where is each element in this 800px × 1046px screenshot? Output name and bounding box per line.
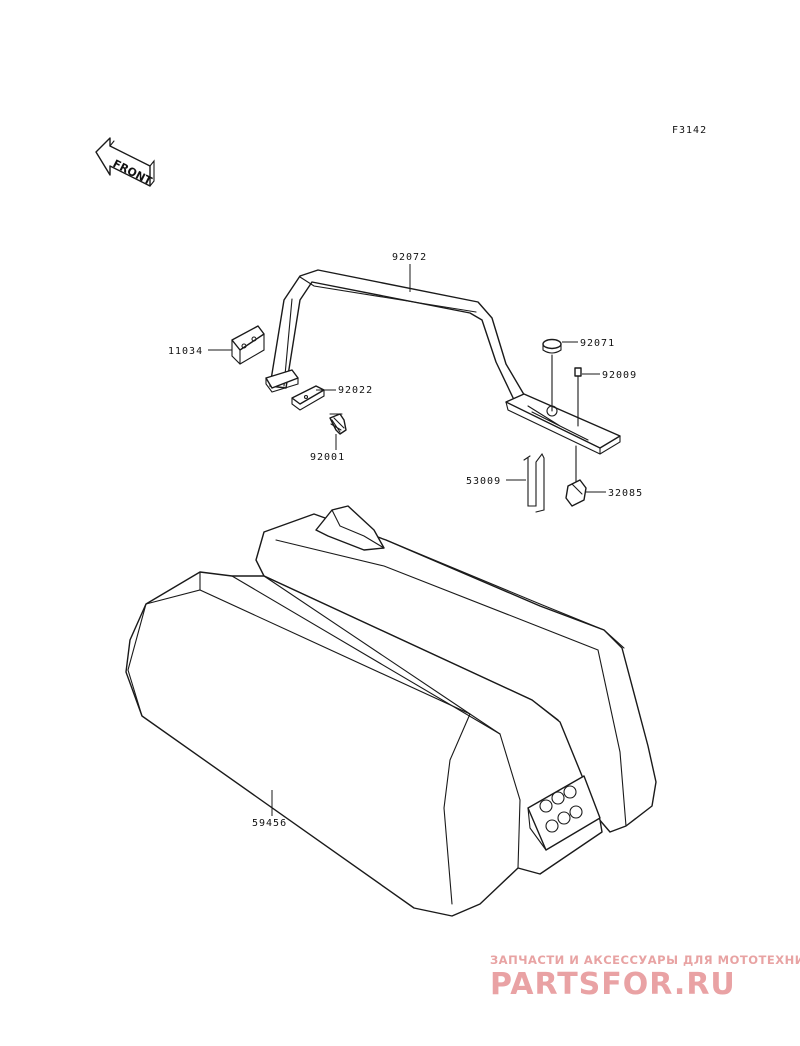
trunk xyxy=(125,505,657,917)
rubber-bushing xyxy=(565,445,587,507)
bolt xyxy=(329,413,347,435)
figure-code: F3142 xyxy=(672,125,707,136)
callout-32085: 32085 xyxy=(586,488,643,499)
callout-92001: 92001 xyxy=(310,434,345,463)
screw xyxy=(574,367,582,427)
washer xyxy=(542,338,562,412)
svg-text:11034: 11034 xyxy=(168,346,203,357)
spring-clip xyxy=(523,452,545,513)
callout-59456: 59456 xyxy=(252,790,287,829)
svg-text:92001: 92001 xyxy=(310,452,345,463)
callout-92022: 92022 xyxy=(316,385,373,396)
svg-text:32085: 32085 xyxy=(608,488,643,499)
carrier-bracket xyxy=(265,269,621,455)
svg-text:92022: 92022 xyxy=(338,385,373,396)
svg-text:92071: 92071 xyxy=(580,338,615,349)
svg-text:59456: 59456 xyxy=(252,818,287,829)
front-arrow-icon: FRONT xyxy=(95,137,155,188)
svg-text:53009: 53009 xyxy=(466,476,501,487)
watermark-logo: ЗАПЧАСТИ И АКСЕССУАРЫ ДЛЯ МОТОТЕХНИКИ PA… xyxy=(490,953,800,1002)
rubber-pad xyxy=(231,325,265,365)
callout-92009: 92009 xyxy=(582,370,637,381)
callout-92072: 92072 xyxy=(392,252,427,292)
callout-53009: 53009 xyxy=(466,476,526,487)
svg-text:92072: 92072 xyxy=(392,252,427,263)
svg-text:ЗАПЧАСТИ И АКСЕССУАРЫ ДЛЯ МОТО: ЗАПЧАСТИ И АКСЕССУАРЫ ДЛЯ МОТОТЕХНИКИ xyxy=(490,953,800,967)
callout-92071: 92071 xyxy=(562,338,615,349)
svg-text:92009: 92009 xyxy=(602,370,637,381)
svg-text:PARTSFOR.RU: PARTSFOR.RU xyxy=(490,967,736,1002)
callout-11034: 11034 xyxy=(168,346,232,357)
